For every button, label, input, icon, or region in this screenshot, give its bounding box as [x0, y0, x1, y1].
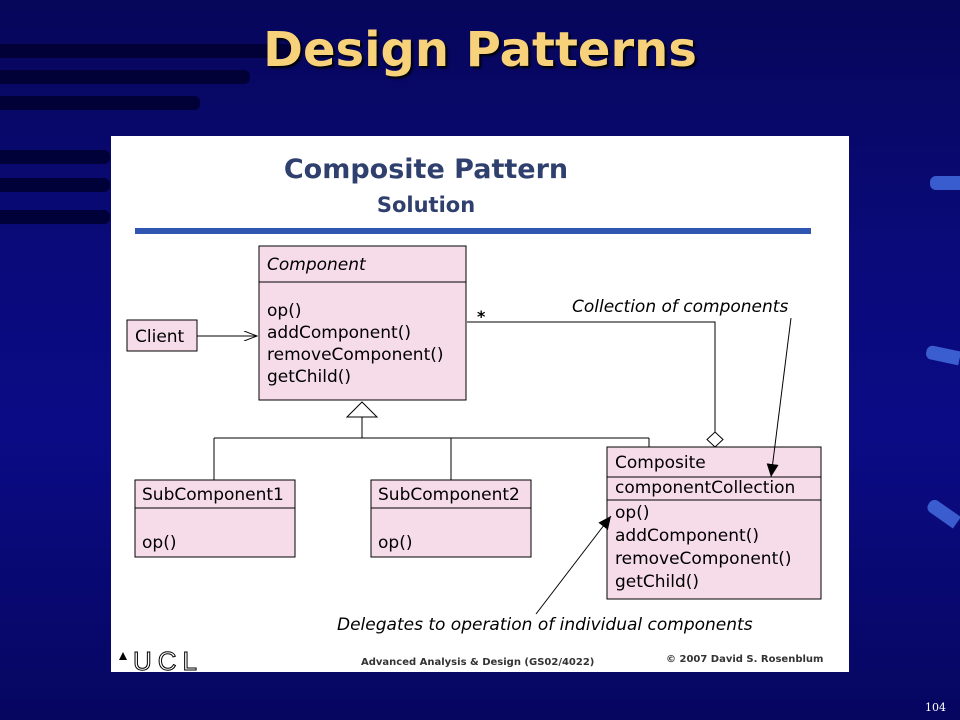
subcomponent2-class: SubComponent2 op() [370, 479, 532, 558]
page-number: 104 [925, 701, 946, 714]
component-operation: addComponent() [267, 323, 411, 343]
ucl-logo: UCL [119, 646, 203, 672]
background-stripe [925, 497, 960, 529]
slide-title: Design Patterns [263, 22, 697, 78]
background-stripe [0, 150, 110, 164]
background-stripe [924, 344, 960, 366]
composite-class-name: Composite [615, 453, 706, 473]
composite-operation: op() [615, 503, 649, 523]
background-stripe [0, 178, 110, 192]
background-stripe [0, 96, 200, 110]
multiplicity-label: * [477, 307, 486, 326]
component-operation: removeComponent() [267, 345, 444, 365]
component-operation: op() [267, 301, 301, 321]
component-class-name: Component [267, 255, 367, 275]
component-class: Component op() addComponent() removeComp… [258, 245, 467, 401]
composite-class: Composite componentCollection op() addCo… [606, 446, 822, 600]
aggregation-diamond [706, 431, 724, 448]
subcomponent2-operation: op() [378, 533, 412, 553]
client-class: Client [126, 319, 198, 352]
subcomponent1-class-name: SubComponent1 [142, 485, 284, 505]
figure-subtitle: Solution [377, 193, 475, 217]
subcomponent2-class-name: SubComponent2 [378, 485, 520, 505]
background-stripe [0, 210, 110, 224]
ucl-logo-text: UCL [133, 646, 203, 672]
figure-title: Composite Pattern [284, 154, 568, 185]
component-operation: getChild() [267, 367, 351, 387]
course-footer: Advanced Analysis & Design (GS02/4022) [361, 657, 594, 668]
subcomponent1-operation: op() [142, 533, 176, 553]
composite-attribute: componentCollection [615, 478, 795, 498]
inheritance-triangle [345, 401, 379, 418]
diagram-panel: Composite Pattern Solution Component op(… [111, 136, 849, 672]
collection-arrow [766, 317, 792, 478]
title-rule [135, 228, 811, 234]
delegates-arrow [535, 515, 612, 615]
subcomponent1-class: SubComponent1 op() [134, 479, 296, 558]
client-class-name: Client [135, 327, 185, 347]
composite-operation: getChild() [615, 572, 699, 592]
composite-operation: removeComponent() [615, 549, 792, 569]
composite-operation: addComponent() [615, 526, 759, 546]
copyright-footer: © 2007 David S. Rosenblum [666, 654, 823, 665]
background-stripe [0, 44, 300, 58]
background-stripe [930, 176, 960, 190]
background-stripe [0, 70, 250, 84]
composite-pattern-diagram: Composite Pattern Solution Component op(… [119, 154, 823, 672]
aggregation-line [467, 321, 716, 432]
delegates-annotation: Delegates to operation of individual com… [337, 615, 753, 635]
collection-annotation: Collection of components [572, 297, 788, 317]
